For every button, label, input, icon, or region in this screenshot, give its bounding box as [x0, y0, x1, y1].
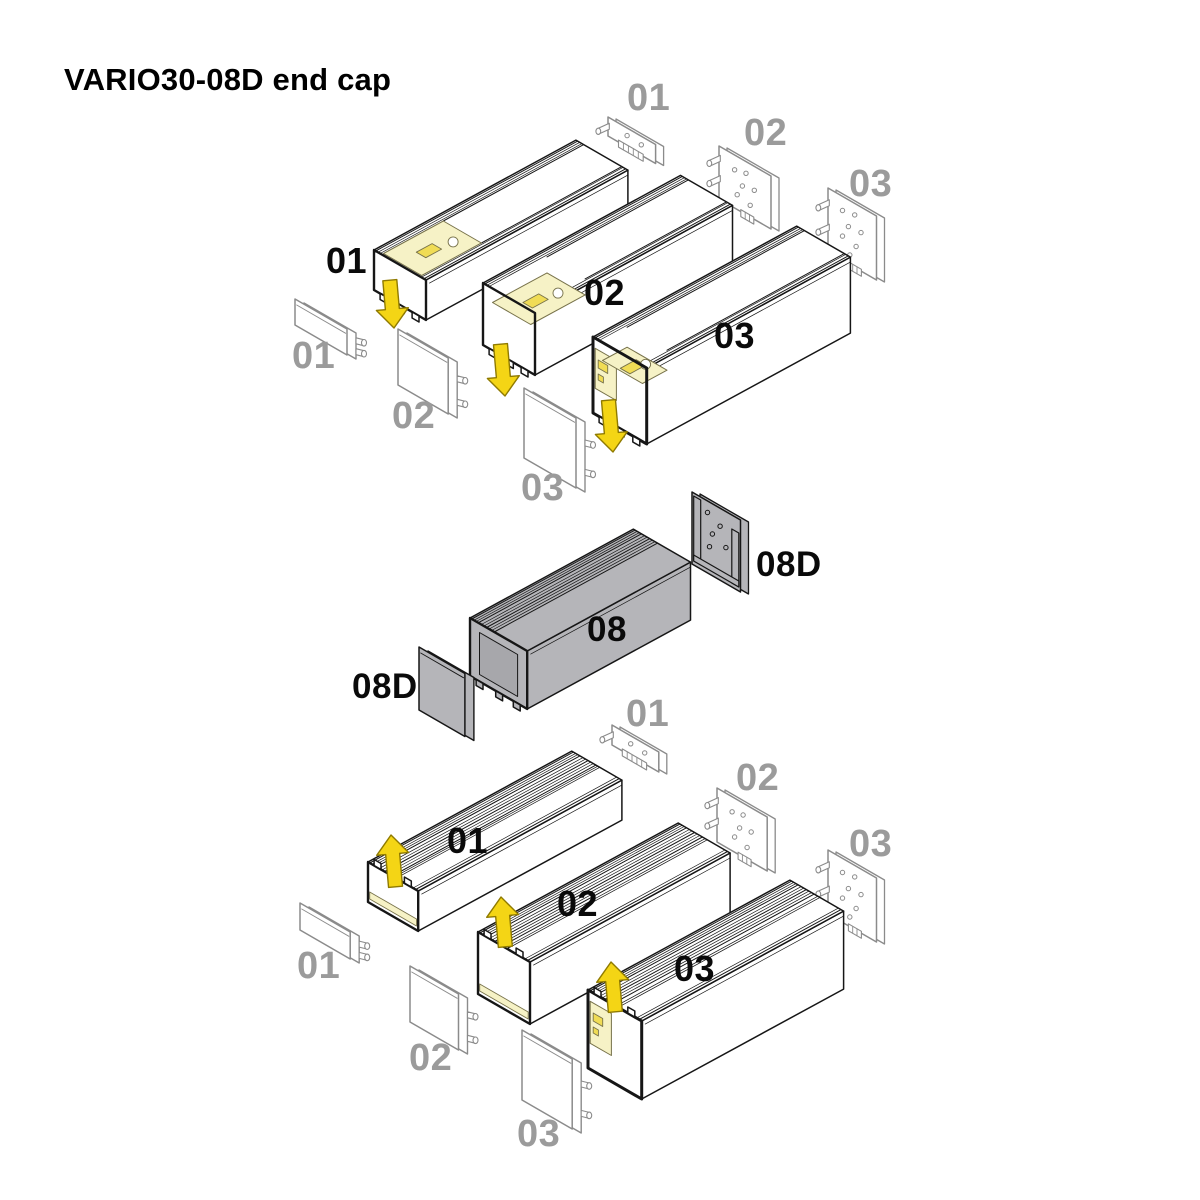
install-inner-cap-02 — [706, 145, 780, 232]
install-front-cap-01 — [294, 298, 368, 360]
removal-front-cap-03-label: 03 — [517, 1113, 561, 1155]
install-front-cap-03 — [523, 387, 597, 493]
removal-profile-03 — [586, 879, 845, 1101]
removal-front-cap-01-label: 01 — [297, 945, 341, 987]
removal-inner-cap-01-label: 01 — [626, 693, 670, 735]
removal-arrow-up-02 — [486, 896, 520, 949]
removal-front-cap-01 — [299, 902, 371, 964]
removal-inner-cap-02-label: 02 — [736, 757, 780, 799]
install-profile-03-label: 03 — [714, 315, 756, 356]
removal-inner-cap-01 — [599, 724, 668, 775]
page-title: VARIO30-08D end cap — [64, 62, 392, 97]
install-profile-01-label: 01 — [326, 240, 368, 281]
install-inner-cap-03-label: 03 — [849, 163, 893, 205]
product-cap-08d-right-label: 08D — [756, 545, 822, 584]
install-profile-01 — [372, 139, 629, 323]
removal-inner-cap-02 — [704, 787, 776, 874]
install-arrow-down-03 — [594, 398, 628, 453]
product-cap-08d-right — [691, 491, 750, 595]
removal-profile-01-label: 01 — [447, 820, 489, 861]
install-inner-cap-01 — [595, 116, 665, 167]
removal-inner-cap-03-label: 03 — [849, 823, 893, 865]
removal-profile-01 — [366, 750, 623, 933]
removal-front-cap-03 — [521, 1029, 593, 1134]
removal-profile-02-label: 02 — [557, 883, 599, 924]
section-product — [418, 491, 750, 742]
removal-arrow-up-01 — [376, 834, 410, 889]
install-arrow-down-02 — [486, 342, 520, 397]
section-install — [294, 116, 886, 493]
install-profile-02-label: 02 — [584, 272, 626, 313]
install-inner-cap-01-label: 01 — [627, 77, 671, 119]
install-front-cap-01-label: 01 — [292, 335, 336, 377]
install-front-cap-03-label: 03 — [521, 467, 565, 509]
install-front-cap-02 — [397, 328, 469, 419]
product-cap-08d-left-label: 08D — [352, 667, 418, 706]
install-profile-03 — [591, 225, 852, 447]
install-front-cap-02-label: 02 — [392, 395, 436, 437]
section-removal — [299, 724, 886, 1134]
removal-front-cap-02 — [409, 965, 479, 1055]
product-cap-08d-left — [418, 646, 475, 742]
removal-profile-02 — [476, 822, 731, 1026]
removal-profile-03-label: 03 — [674, 948, 716, 989]
product-profile-08 — [468, 528, 692, 712]
product-profile-08-label: 08 — [587, 610, 627, 649]
install-inner-cap-02-label: 02 — [744, 112, 788, 154]
install-arrow-down-01 — [375, 278, 409, 329]
removal-front-cap-02-label: 02 — [409, 1037, 453, 1079]
removal-arrow-up-03 — [596, 961, 630, 1014]
